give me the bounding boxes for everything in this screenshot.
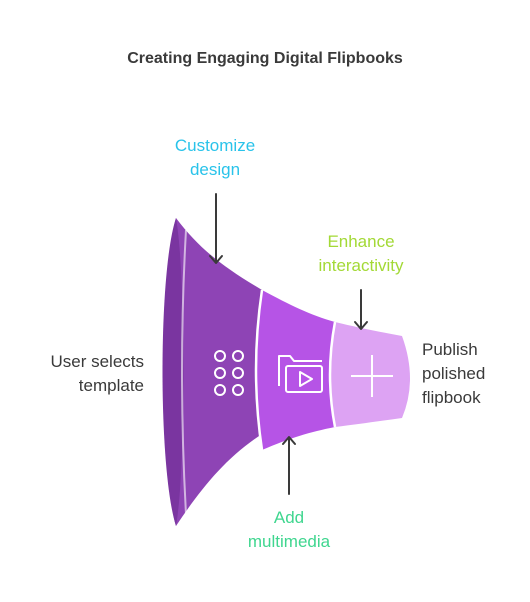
funnel-segment-multimedia	[256, 290, 335, 450]
funnel-mouth	[162, 218, 184, 526]
label-customize-design: Customize design	[174, 136, 256, 179]
funnel-segment-interactivity	[330, 322, 410, 427]
label-enhance-interactivity: Enhance interactivity	[318, 232, 404, 275]
label-add-multimedia: Add multimedia	[247, 508, 331, 551]
plus-icon	[351, 355, 393, 397]
customize-arrow	[209, 193, 223, 264]
diagram-title: Creating Engaging Digital Flipbooks	[127, 50, 403, 67]
enhance-arrow	[354, 289, 368, 330]
funnel-segment-template	[164, 218, 262, 526]
grid-dots-icon	[214, 350, 244, 396]
video-folder-icon	[278, 355, 323, 393]
multimedia-arrow	[282, 436, 296, 495]
label-user-selects-template: User selects template	[50, 352, 144, 395]
label-publish-flipbook: Publish polished flipbook	[422, 340, 486, 407]
